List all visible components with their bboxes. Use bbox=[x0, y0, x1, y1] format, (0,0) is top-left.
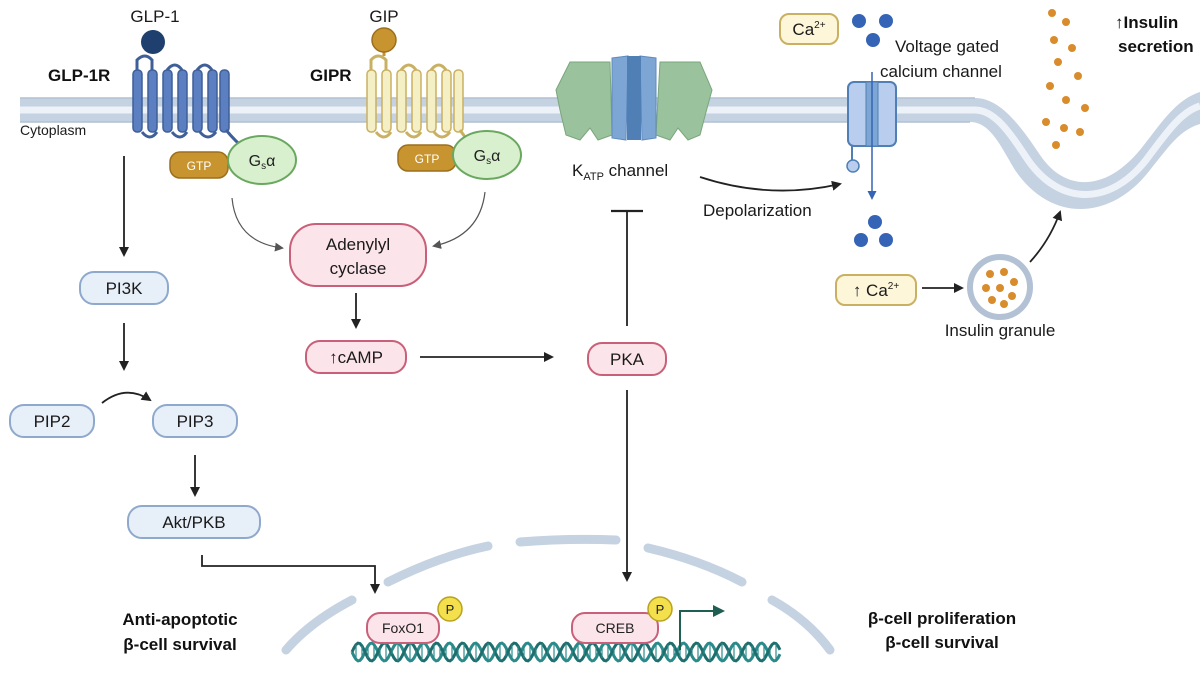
camp-node bbox=[305, 340, 407, 374]
secreted-insulin-icon bbox=[1042, 9, 1089, 149]
pka-node bbox=[587, 342, 667, 376]
glp1-ligand-icon bbox=[141, 30, 165, 54]
granule-to-secretion-arrow bbox=[1029, 210, 1063, 263]
insulin-secretion-line2: secretion bbox=[1118, 37, 1194, 56]
foxo1-node bbox=[366, 612, 440, 644]
up-calcium-badge bbox=[835, 274, 917, 306]
foxo1-label: FoxO1 bbox=[382, 620, 424, 636]
calcium-ions-outside bbox=[852, 14, 893, 47]
outcome-right-line2: β-cell survival bbox=[885, 633, 998, 652]
katp-channel-label: KATP channel bbox=[572, 161, 668, 183]
insulin-secretion-line1: ↑Insulin bbox=[1115, 13, 1178, 32]
pip3-label: PIP3 bbox=[177, 412, 214, 431]
akt-to-foxo1-arrow bbox=[201, 555, 380, 594]
outcome-left-line1: Anti-apoptotic bbox=[122, 610, 237, 629]
calcium-ions-inside bbox=[854, 215, 893, 247]
gipr-g-protein: GTP Gsα bbox=[397, 130, 522, 180]
gipr-label: GIPR bbox=[310, 66, 352, 85]
phospho-badge-foxo1 bbox=[437, 596, 463, 622]
cytoplasm-label: Cytoplasm bbox=[20, 122, 86, 138]
gs-alpha-label: Gsα bbox=[474, 148, 501, 167]
insulin-granule-label: Insulin granule bbox=[945, 321, 1056, 340]
transcription-start-arrow bbox=[679, 605, 725, 650]
pip2-to-pip3-arrow bbox=[101, 391, 152, 404]
camp-label: ↑cAMP bbox=[329, 348, 383, 367]
gs-alpha-subunit bbox=[452, 130, 522, 180]
gs-alpha-label: Gsα bbox=[249, 153, 276, 172]
pip2-label: PIP2 bbox=[34, 412, 71, 431]
pip2-node bbox=[9, 404, 95, 438]
depolarization-arrow bbox=[699, 176, 842, 192]
pi3k-label: PI3K bbox=[106, 279, 144, 298]
glp1r-g-protein: GTP Gsα bbox=[169, 135, 297, 185]
phospho-label-foxo1: P bbox=[446, 602, 455, 617]
outcome-right-line1: β-cell proliferation bbox=[868, 609, 1016, 628]
phospho-badge-creb bbox=[647, 596, 673, 622]
calcium-badge-label: Ca2+ bbox=[792, 20, 825, 39]
dna-helix-icon bbox=[350, 641, 782, 663]
gip-label: GIP bbox=[369, 7, 398, 26]
gtp-label: GTP bbox=[415, 152, 440, 166]
creb-node bbox=[571, 612, 659, 644]
adenylyl-cyclase-line2: cyclase bbox=[330, 259, 387, 278]
vgcc-label-line2: calcium channel bbox=[880, 62, 1002, 81]
creb-label: CREB bbox=[596, 620, 635, 636]
depolarization-label: Depolarization bbox=[703, 201, 812, 220]
akt-pkb-label: Akt/PKB bbox=[162, 513, 225, 532]
phospho-label-creb: P bbox=[656, 602, 665, 617]
adenylyl-cyclase-node bbox=[289, 223, 427, 287]
pip3-node bbox=[152, 404, 238, 438]
pi3k-node bbox=[79, 271, 169, 305]
glp1r-receptor bbox=[132, 30, 247, 152]
glp1r-gs-to-adenylyl-arrow bbox=[231, 197, 284, 252]
outcome-left-line2: β-cell survival bbox=[123, 635, 236, 654]
pka-label: PKA bbox=[610, 350, 645, 369]
calcium-badge bbox=[779, 13, 839, 45]
gs-alpha-subunit bbox=[227, 135, 297, 185]
gipr-receptor bbox=[366, 27, 479, 152]
glp1r-label: GLP-1R bbox=[48, 66, 110, 85]
insulin-granule-icon bbox=[967, 254, 1033, 320]
nuclear-envelope bbox=[281, 534, 835, 655]
vgcc-label-line1: Voltage gated bbox=[895, 37, 999, 56]
gip-ligand-icon bbox=[371, 27, 397, 53]
akt-pkb-node bbox=[127, 505, 261, 539]
katp-channel-icon bbox=[555, 55, 713, 141]
gtp-label: GTP bbox=[187, 159, 212, 173]
glp1-label: GLP-1 bbox=[130, 7, 179, 26]
adenylyl-cyclase-line1: Adenylyl bbox=[326, 235, 390, 254]
up-calcium-label: ↑ Ca2+ bbox=[853, 281, 900, 300]
gipr-gs-to-adenylyl-arrow bbox=[432, 191, 486, 249]
voltage-gated-calcium-channel-icon bbox=[846, 72, 897, 200]
